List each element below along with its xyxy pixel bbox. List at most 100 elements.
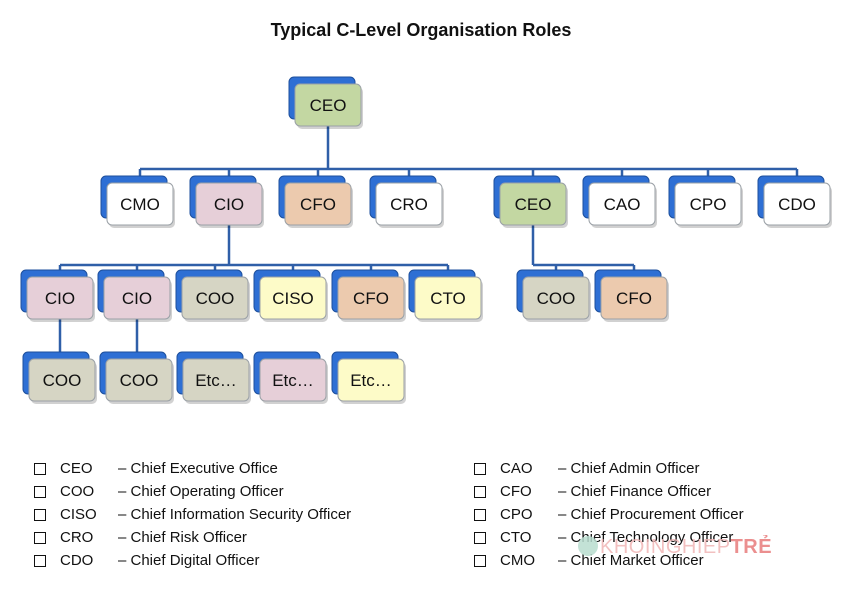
checkbox-icon bbox=[474, 508, 486, 521]
node-box bbox=[26, 276, 94, 320]
node-etc-1: Etc… bbox=[176, 351, 251, 404]
legend-abbr: CISO bbox=[60, 506, 97, 523]
node-box bbox=[106, 182, 174, 226]
node-box bbox=[375, 182, 443, 226]
legend-item: CRO – Chief Risk Officer bbox=[34, 526, 351, 549]
node-box bbox=[259, 358, 327, 402]
checkbox-icon bbox=[34, 485, 46, 498]
legend-description: – Chief Operating Officer bbox=[118, 483, 284, 500]
node-label: CIO bbox=[214, 195, 244, 214]
node-box bbox=[588, 182, 656, 226]
node-box bbox=[763, 182, 831, 226]
node-label: COO bbox=[196, 289, 235, 308]
legend-abbr: CTO bbox=[500, 529, 532, 546]
node-label: COO bbox=[120, 371, 159, 390]
node-label: CIO bbox=[122, 289, 152, 308]
node-cio: CIO bbox=[189, 175, 264, 228]
legend-abbr: CFO bbox=[500, 483, 532, 500]
legend-description: – Chief Procurement Officer bbox=[558, 506, 744, 523]
node-cfo: CFO bbox=[278, 175, 353, 228]
node-box bbox=[294, 83, 362, 127]
legend-description: – Chief Information Security Officer bbox=[118, 506, 352, 523]
legend-description: – Chief Technology Officer bbox=[558, 529, 734, 546]
checkbox-icon bbox=[474, 531, 486, 544]
checkbox-icon bbox=[34, 554, 46, 567]
node-label: CEO bbox=[310, 96, 347, 115]
node-box bbox=[181, 276, 249, 320]
legend-abbr: CPO bbox=[500, 506, 533, 523]
node-cao: CAO bbox=[582, 175, 657, 228]
node-coo-1: COO bbox=[22, 351, 97, 404]
legend-item: CMO– Chief Market Officer bbox=[474, 549, 744, 572]
node-box bbox=[337, 358, 405, 402]
legend-description: – Chief Market Officer bbox=[558, 552, 704, 569]
node-label: CIO bbox=[45, 289, 75, 308]
node-cfo-r: CFO bbox=[594, 269, 669, 322]
legend-description: – Chief Risk Officer bbox=[118, 529, 247, 546]
node-box bbox=[284, 182, 352, 226]
page-title: Typical C-Level Organisation Roles bbox=[270, 20, 572, 40]
node-coo-r: COO bbox=[516, 269, 591, 322]
node-label: CEO bbox=[515, 195, 552, 214]
checkbox-icon bbox=[34, 462, 46, 475]
node-box bbox=[522, 276, 590, 320]
node-label: Etc… bbox=[195, 371, 237, 390]
legend-item: CISO – Chief Information Security Officer bbox=[34, 503, 351, 526]
node-label: CFO bbox=[616, 289, 652, 308]
legend-abbr: CEO bbox=[60, 460, 93, 477]
node-label: CISO bbox=[272, 289, 314, 308]
node-etc-3: Etc… bbox=[331, 351, 406, 404]
node-label: COO bbox=[43, 371, 82, 390]
node-ceo-2: CEO bbox=[493, 175, 568, 228]
legend-item: CAO – Chief Admin Officer bbox=[474, 457, 744, 480]
node-cfo-b: CFO bbox=[331, 269, 406, 322]
legend-description: – Chief Digital Officer bbox=[118, 552, 260, 569]
node-box bbox=[337, 276, 405, 320]
node-label: CFO bbox=[353, 289, 389, 308]
node-cdo: CDO bbox=[757, 175, 832, 228]
legend-description: – Chief Admin Officer bbox=[558, 460, 700, 477]
legend-item: CFO – Chief Finance Officer bbox=[474, 480, 744, 503]
node-box bbox=[259, 276, 327, 320]
node-cio-a: CIO bbox=[20, 269, 95, 322]
node-box bbox=[195, 182, 263, 226]
node-label: CAO bbox=[604, 195, 641, 214]
node-box bbox=[499, 182, 567, 226]
legend-description: – Chief Executive Office bbox=[118, 460, 278, 477]
node-coo-2: COO bbox=[99, 351, 174, 404]
nodes: CEO CMO CIO CFO CRO CEO CAO CPO CDO CIO CIO COO CISO… bbox=[20, 76, 832, 404]
node-box bbox=[105, 358, 173, 402]
node-label: CDO bbox=[778, 195, 816, 214]
node-box bbox=[674, 182, 742, 226]
node-box bbox=[28, 358, 96, 402]
node-label: CMO bbox=[120, 195, 160, 214]
legend-abbr: CAO bbox=[500, 460, 533, 477]
node-label: COO bbox=[537, 289, 576, 308]
node-box bbox=[600, 276, 668, 320]
legend-abbr: COO bbox=[60, 483, 95, 500]
node-cto: CTO bbox=[408, 269, 483, 322]
node-label: CPO bbox=[690, 195, 727, 214]
node-label: CTO bbox=[430, 289, 466, 308]
node-ceo-top: CEO bbox=[288, 76, 363, 129]
legend-item: COO – Chief Operating Officer bbox=[34, 480, 351, 503]
legend-item: CEO – Chief Executive Office bbox=[34, 457, 351, 480]
node-box bbox=[182, 358, 250, 402]
legend-description: – Chief Finance Officer bbox=[558, 483, 712, 500]
legend-item: CDO – Chief Digital Officer bbox=[34, 549, 351, 572]
legend-item: CTO – Chief Technology Officer bbox=[474, 526, 744, 549]
node-label: CRO bbox=[390, 195, 428, 214]
checkbox-icon bbox=[474, 485, 486, 498]
legend-item: CPO – Chief Procurement Officer bbox=[474, 503, 744, 526]
legend-abbr: CDO bbox=[60, 552, 94, 569]
org-chart: CEO CMO CIO CFO CRO CEO CAO CPO CDO CIO CIO COO CISO… bbox=[20, 76, 832, 404]
connectors bbox=[58, 126, 799, 356]
node-cro: CRO bbox=[369, 175, 444, 228]
node-coo-a: COO bbox=[175, 269, 250, 322]
node-etc-2: Etc… bbox=[253, 351, 328, 404]
legend-abbr: CRO bbox=[60, 529, 94, 546]
checkbox-icon bbox=[34, 531, 46, 544]
node-box bbox=[103, 276, 171, 320]
